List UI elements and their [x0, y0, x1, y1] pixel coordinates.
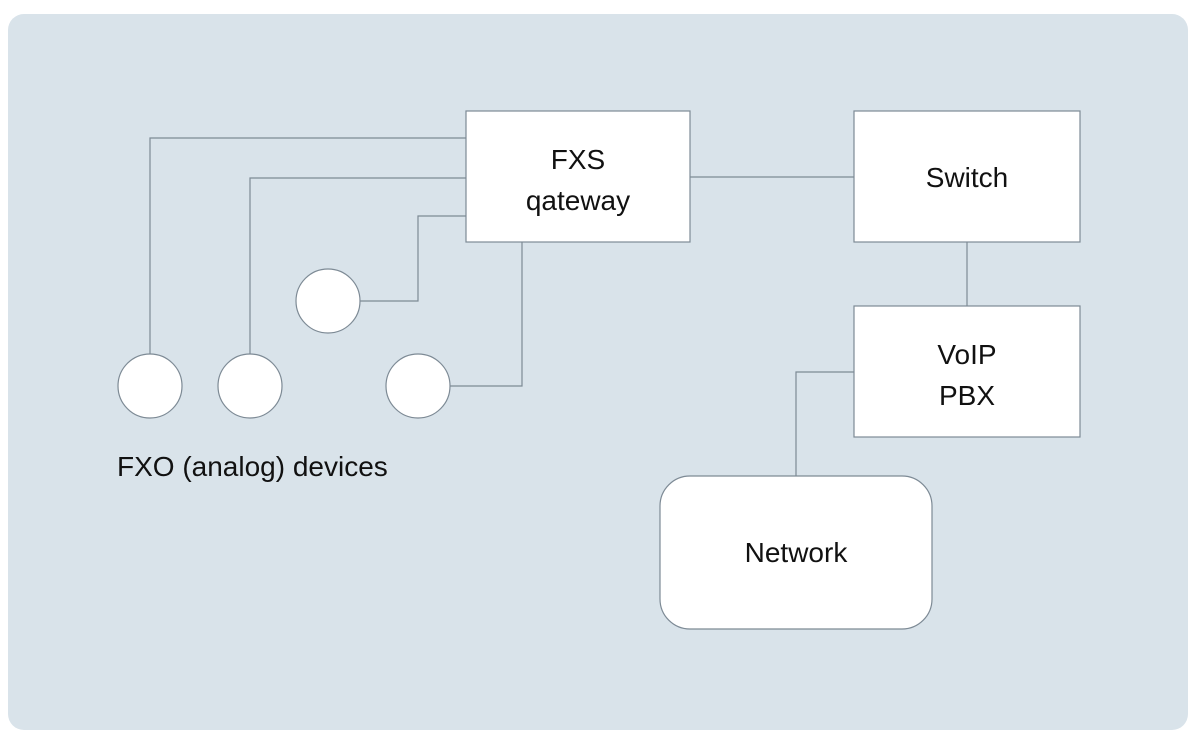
fxo-device-1 — [117, 353, 183, 419]
voip-pbx-label-line1: VoIP — [937, 339, 996, 370]
connections — [149, 137, 968, 476]
voip-pbx-box — [853, 305, 1081, 438]
connector-pbx-to-network — [795, 371, 854, 476]
network-label: Network — [745, 537, 849, 568]
voip-pbx-node: VoIP PBX — [853, 305, 1081, 438]
fxs-gateway-box — [465, 110, 691, 243]
network-node: Network — [659, 475, 933, 630]
connector-fxo-3-to-gateway — [360, 215, 466, 302]
fxo-device-3 — [295, 268, 361, 334]
network-box — [659, 475, 933, 630]
fxo-device-2 — [217, 353, 283, 419]
fxo-devices: FXO (analog) devices — [117, 268, 451, 482]
fxo-devices-caption: FXO (analog) devices — [117, 451, 388, 482]
connector-fxo-4-to-gateway — [450, 242, 523, 387]
fxo-device-4 — [385, 353, 451, 419]
connector-fxo-2-to-gateway — [249, 177, 466, 364]
fxs-gateway-node: FXS qateway — [465, 110, 691, 243]
voip-pbx-label-line2: PBX — [939, 380, 995, 411]
connector-fxo-1-to-gateway — [149, 137, 466, 364]
fxs-gateway-label-line1: FXS — [551, 144, 605, 175]
switch-node: Switch — [853, 110, 1081, 243]
fxs-gateway-label-line2: qateway — [526, 185, 630, 216]
switch-label: Switch — [926, 162, 1008, 193]
switch-box — [853, 110, 1081, 243]
